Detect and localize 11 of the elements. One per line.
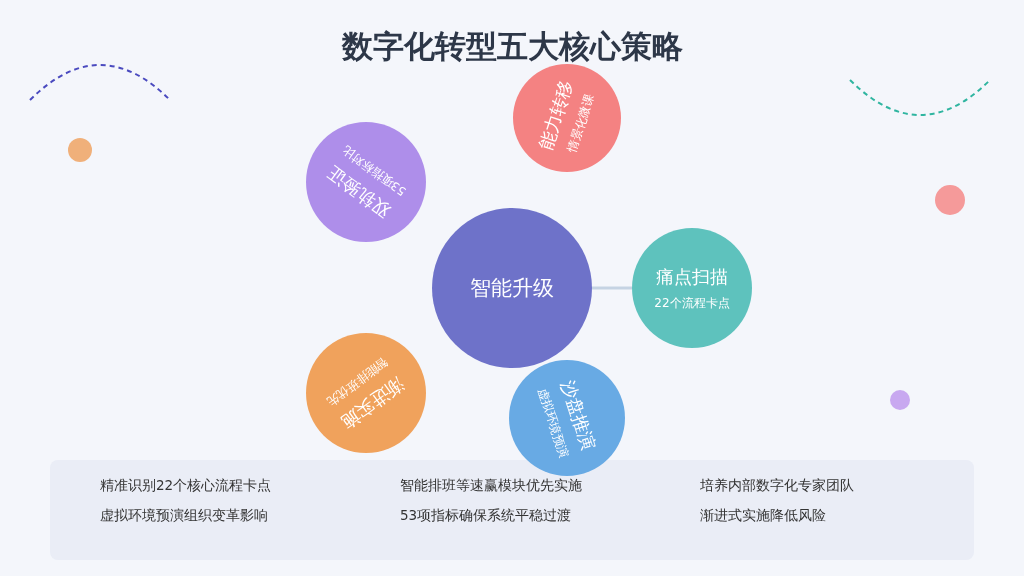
summary-item: 虚拟环境预演组织变革影响	[100, 507, 268, 525]
summary-item: 53项指标确保系统平稳过渡	[400, 507, 572, 525]
summary-item: 智能排班等速赢模块优先实施	[400, 477, 582, 495]
title: 数字化转型五大核心策略	[340, 27, 684, 66]
circle-subtitle: 22个流程卡点	[654, 294, 730, 312]
connector-line	[592, 286, 632, 290]
circle-title: 痛点扫描	[656, 264, 728, 289]
circle-title: 智能升级	[470, 275, 554, 302]
summary-item: 培养内部数字化专家团队	[700, 477, 854, 495]
summary-item: 渐进式实施降低风险	[700, 507, 826, 525]
summary-item: 精准识别22个核心流程卡点	[100, 477, 272, 495]
